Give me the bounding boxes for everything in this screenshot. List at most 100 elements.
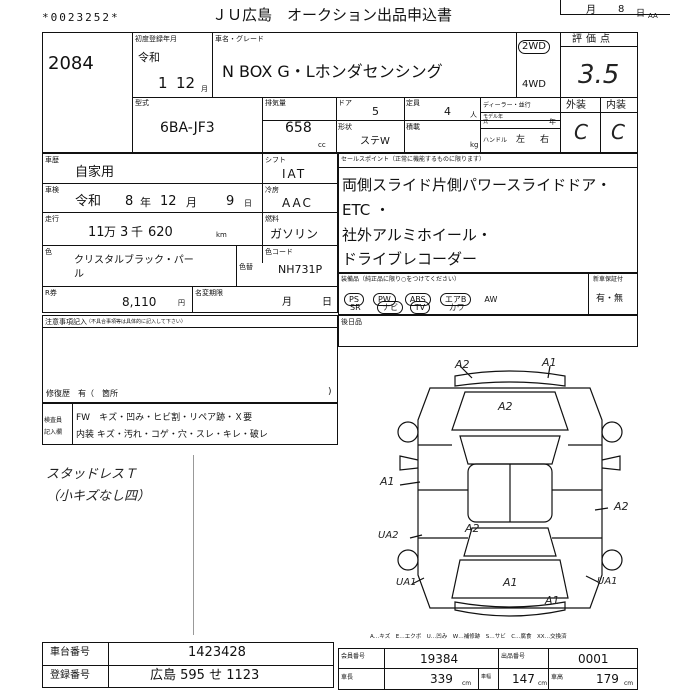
recycle-value: 8,110 (122, 295, 157, 309)
checklist-frame (42, 403, 338, 445)
color-code-label: 色コード (265, 248, 293, 256)
notes-sublabel: （不具合事項等は具体的に記入して下さい） (86, 319, 186, 325)
width-unit: cm (538, 680, 548, 687)
title-deadline-day: 日 (322, 297, 332, 308)
damage-mark-rear-bumper: A1 (545, 594, 560, 607)
color-change-label: 色替 (239, 263, 253, 271)
mileage-label: 走行 (45, 215, 59, 223)
aircon-value: AAC (282, 196, 313, 210)
width-value: 147 (512, 672, 535, 686)
top-block-frame (42, 32, 638, 153)
steering-left: 左 (516, 135, 526, 145)
exterior-value: C (574, 120, 588, 144)
fuel-value: ガソリン (270, 227, 319, 241)
plate-number: 広島 595 せ 1123 (150, 668, 260, 683)
sales-points-label: セールスポイント（正常に機能するものに限ります） (341, 156, 486, 163)
checklist-row-1: FW キズ・凹み・ヒビ割・リペア跡・Ｘ要 (76, 413, 253, 423)
checklist-label-2: 記入欄 (44, 429, 63, 436)
length-unit: cm (462, 680, 472, 687)
equip-navi: ナビ (377, 301, 404, 314)
rear-items-label: 後日品 (341, 318, 362, 326)
exterior-label: 外装 (566, 100, 586, 111)
height-label: 車高 (551, 674, 564, 681)
sales-point-4: ドライブレコーダー (342, 250, 478, 268)
sales-point-1: 両側スライド片側パワースライドドア・ (342, 176, 612, 194)
mileage-sen: 3 (120, 225, 129, 240)
equip-tv: TV (409, 301, 431, 314)
width-label: 車幅 (481, 674, 492, 680)
serial-barcode: *0023252* (42, 11, 120, 24)
platform-number: 1423428 (188, 645, 246, 660)
title-deadline-month: 月 (282, 297, 292, 308)
platform-label: 車台番号 (50, 647, 90, 658)
footer-right-frame (338, 648, 638, 690)
entry-number: 2084 (48, 53, 94, 74)
length-value: 339 (430, 672, 453, 686)
color-label: 色 (45, 248, 52, 256)
registration-month: 12 (176, 74, 196, 92)
inspection-month-unit: 月 (186, 196, 197, 209)
new-car-warranty-label: 新車保証付 (593, 276, 624, 283)
doors-label: ドア (338, 99, 352, 107)
height-value: 179 (596, 672, 619, 686)
title-deadline-label: 名変期限 (195, 289, 223, 297)
dealer-label: ディーラー・並行 (483, 102, 531, 109)
car-diagram (397, 365, 623, 617)
inspection-year: 8 (125, 194, 134, 209)
inspection-month: 12 (160, 194, 177, 209)
length-label: 車長 (341, 674, 354, 681)
damage-mark-front-right: A1 (542, 356, 557, 369)
lot-number: 0001 (578, 652, 609, 666)
damage-legend: A…キズ E…エクボ U…凹み W…補修跡 S…サビ C…腐食 XX…交換済 (370, 634, 567, 640)
drive-4wd: 4WD (522, 79, 546, 90)
damage-mark-hood: A2 (498, 400, 513, 413)
inspection-label: 車検 (45, 186, 59, 194)
capacity-label: 定員 (406, 99, 420, 107)
weight-unit: kg (470, 141, 479, 149)
drive-2wd: 2WD (518, 40, 550, 54)
damage-mark-left-front: A1 (380, 475, 395, 488)
mileage-man: 11 (88, 225, 105, 240)
capacity-unit: 人 (470, 111, 477, 119)
interior-value: C (611, 120, 625, 144)
handwritten-note-2: （小キズなし四） (46, 489, 151, 504)
model-year-label: モデル年式 (483, 114, 504, 125)
recycle-label: R券 (45, 289, 57, 297)
grade-value: 3.5 (578, 60, 620, 90)
lot-label: 出品番号 (501, 653, 526, 660)
recycle-unit: 円 (178, 299, 185, 307)
damage-mark-rear-window: A2 (465, 522, 480, 535)
mileage-man-unit: 万 (104, 225, 117, 239)
registration-era: 令和 (138, 51, 160, 64)
height-unit: cm (624, 680, 634, 687)
grade-label: 評価点 (572, 34, 614, 45)
damage-mark-right-rear: UA1 (597, 576, 618, 587)
notes-label: 注意事項記入 (45, 318, 87, 326)
equipment-row-2: SR ナビ TV カワ (350, 301, 465, 314)
member-number: 19384 (420, 652, 459, 666)
equip-leather: カワ (448, 303, 465, 312)
plate-label: 登録番号 (50, 670, 90, 681)
usage-label: 車歴 (45, 156, 59, 164)
repair-history: 修復歴 有（ 箇所 (46, 389, 118, 398)
equipment-row-1: PS PW ABS エアB AW (344, 287, 497, 306)
date-month-label: 月 (586, 5, 596, 16)
weight-label: 積載 (406, 123, 420, 131)
registration-label: 初度登録年月 (135, 35, 177, 43)
steering-right: 右 (540, 135, 550, 145)
drive-2wd-label: 2WD (522, 41, 546, 52)
checklist-label-1: 検査員 (44, 417, 63, 424)
repair-close-bracket: ) (328, 387, 332, 397)
equip-aw: AW (484, 295, 498, 304)
damage-mark-right-door: A2 (614, 500, 629, 513)
steering-label: ハンドル (483, 137, 508, 144)
member-label: 会員番号 (341, 653, 366, 660)
mileage-sen-unit: 千 (131, 225, 144, 239)
interior-label: 内装 (606, 100, 626, 111)
rear-items-frame (338, 315, 638, 347)
shape-value: ステW (360, 136, 390, 147)
displacement-label: 排気量 (265, 99, 286, 107)
date-tail: AA (648, 12, 658, 20)
damage-mark-left-rear: UA1 (396, 577, 417, 588)
inspection-era: 令和 (75, 194, 102, 209)
